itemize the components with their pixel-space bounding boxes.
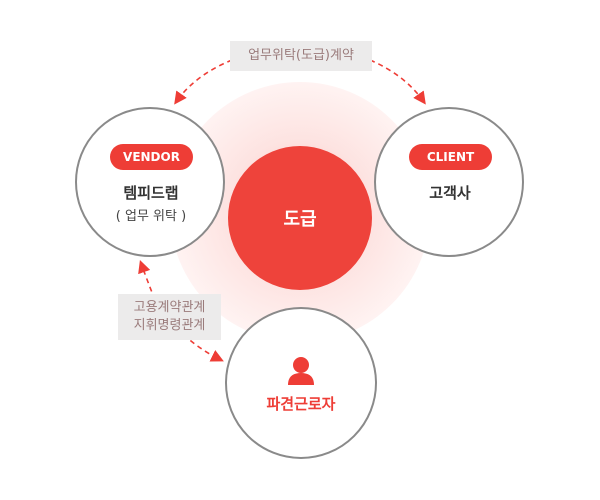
vendor-circle <box>75 107 225 257</box>
person-icon <box>288 357 314 385</box>
contract-arrow-left <box>174 59 233 105</box>
relation-label-line1: 고용계약관계 <box>133 300 206 315</box>
contract-arrow-right <box>369 59 426 105</box>
client-name: 고객사 <box>429 184 471 202</box>
center-label: 도급 <box>283 209 317 230</box>
client-badge: CLIENT <box>409 144 492 170</box>
vendor-name: 템피드랩 <box>123 184 179 202</box>
worker-name: 파견근로자 <box>266 395 336 413</box>
relation-label-line2: 지휘명령관계 <box>133 318 206 333</box>
vendor-badge: VENDOR <box>110 144 193 170</box>
client-circle <box>374 107 524 257</box>
contract-label: 업무위탁(도급)계약 <box>230 41 372 71</box>
vendor-sub: ( 업무 위탁 ) <box>115 209 187 224</box>
center-circle <box>228 146 372 290</box>
relation-label: 고용계약관계 지휘명령관계 <box>118 294 221 340</box>
